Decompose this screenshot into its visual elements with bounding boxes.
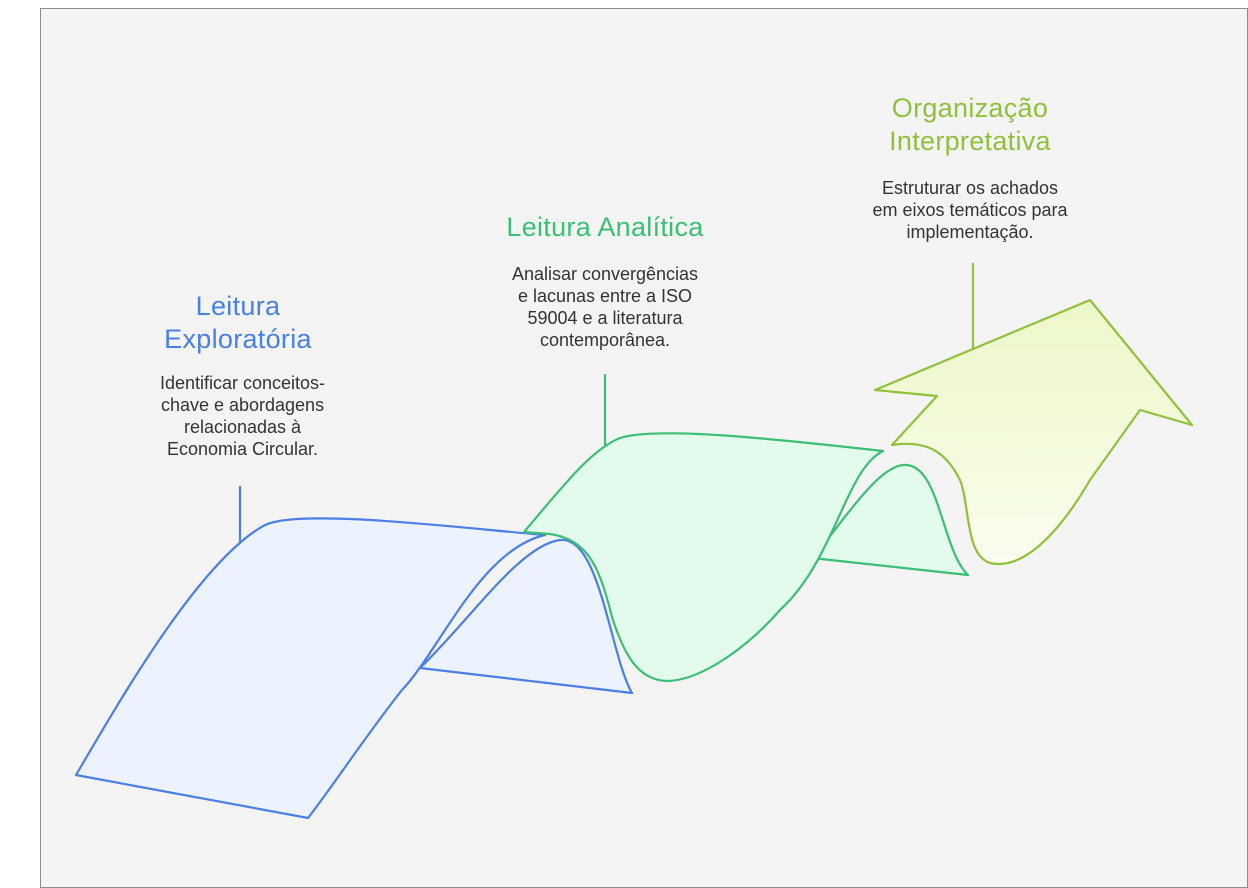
- description-line: contemporânea.: [539, 330, 671, 350]
- stage-title-line: Leitura Analítica: [506, 212, 704, 242]
- stage-title-interpretativa: Organização Interpretativa: [830, 92, 1110, 158]
- description-line: chave e abordagens: [160, 395, 325, 415]
- description-line: Estruturar os achados: [881, 178, 1059, 198]
- description-line: implementação.: [906, 222, 1034, 242]
- process-ribbon-diagram: [74, 263, 1194, 820]
- description-line: e lacunas entre a ISO: [517, 286, 693, 306]
- description-line: 59004 e a literatura: [527, 308, 683, 328]
- stage-description-interpretativa: Estruturar os achados em eixos temáticos…: [805, 177, 1135, 243]
- stage-title-line: Organização: [891, 93, 1049, 123]
- stage-description-exploratoria: Identificar conceitos- chave e abordagen…: [80, 372, 405, 460]
- ribbon-back-exploratoria: [418, 538, 634, 695]
- stage-title-exploratoria: Leitura Exploratória: [118, 290, 358, 356]
- description-line: Identificar conceitos-: [159, 373, 326, 393]
- description-line: relacionadas à: [183, 417, 302, 437]
- ribbon-back-analitica: [810, 463, 970, 577]
- arrow-interpretativa: [873, 298, 1194, 566]
- stage-title-analitica: Leitura Analítica: [440, 211, 770, 244]
- ribbon-analitica: [522, 432, 885, 683]
- description-line: Analisar convergências: [511, 264, 699, 284]
- stage-title-line: Interpretativa: [889, 126, 1051, 156]
- ribbon-exploratoria: [74, 517, 547, 820]
- description-line: Economia Circular.: [166, 439, 319, 459]
- description-line: em eixos temáticos para: [872, 200, 1068, 220]
- stage-description-analitica: Analisar convergências e lacunas entre a…: [440, 263, 770, 351]
- stage-title-line: Exploratória: [164, 324, 312, 354]
- stage-title-line: Leitura: [195, 291, 281, 321]
